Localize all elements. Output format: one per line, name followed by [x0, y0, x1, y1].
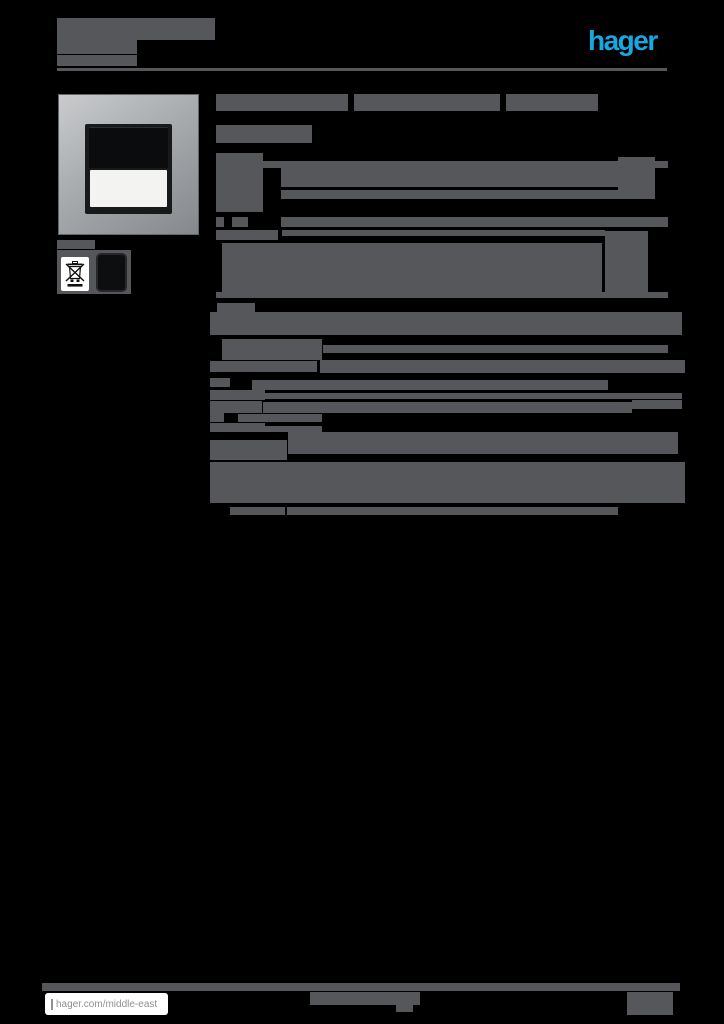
redacted-text-bar [210, 361, 317, 372]
redacted-text-bar [57, 18, 215, 40]
footer-divider [42, 983, 680, 991]
redacted-text-bar [281, 190, 638, 199]
redacted-text-bar [210, 401, 262, 413]
website-link-box[interactable]: hager.com/middle-east [45, 993, 168, 1015]
redacted-text-bar [287, 507, 618, 515]
redacted-text-bar [210, 390, 265, 400]
dark-square-icon [96, 253, 127, 292]
product-black-module [89, 127, 168, 168]
redacted-text-bar [216, 125, 312, 143]
redacted-text-bar [260, 393, 682, 399]
redacted-text-bar [323, 345, 668, 353]
redacted-text-bar [57, 55, 137, 66]
weee-crossed-out-wheelie-bin-icon [61, 257, 89, 291]
redacted-text-bar [310, 992, 420, 1005]
redacted-text-bar [252, 380, 608, 390]
product-photo [58, 94, 199, 235]
redacted-text-bar [216, 292, 668, 298]
redacted-text-bar [210, 312, 682, 335]
redacted-text-bar [238, 426, 322, 432]
redacted-text-bar [281, 167, 638, 187]
redacted-text-bar [210, 440, 287, 460]
redacted-text-bar [506, 94, 598, 111]
hager-logo: hager [588, 25, 658, 56]
redacted-text-bar [210, 413, 224, 422]
redacted-text-bar [282, 230, 605, 236]
redacted-text-bar [222, 339, 322, 360]
redacted-text-bar [216, 94, 348, 111]
redacted-text-bar [263, 402, 632, 413]
redacted-text-bar [238, 414, 322, 422]
wheelie-bin-glyph [65, 261, 85, 287]
redacted-text-bar [287, 462, 685, 503]
redacted-text-bar [217, 303, 255, 312]
redacted-text-bar [216, 153, 263, 161]
redacted-text-bar [232, 217, 248, 227]
redacted-text-bar [210, 462, 287, 503]
website-link[interactable]: hager.com/middle-east [56, 998, 158, 1010]
logo-mark-icon [51, 998, 53, 1010]
redacted-text-bar [605, 231, 648, 292]
redacted-text-bar [320, 360, 685, 373]
redacted-text-bar [216, 161, 668, 168]
redacted-text-bar [281, 217, 668, 227]
redacted-text-bar [354, 94, 500, 111]
redacted-text-bar [210, 378, 230, 387]
redacted-text-bar [210, 423, 265, 432]
product-white-module [90, 170, 167, 207]
header-divider [57, 68, 667, 71]
redacted-text-bar [216, 217, 224, 227]
redacted-text-bar [288, 432, 678, 454]
redacted-text-bar [57, 40, 137, 54]
redacted-text-bar [230, 507, 285, 515]
redacted-text-bar [222, 243, 602, 292]
redacted-text-bar [57, 240, 95, 249]
redacted-text-bar [216, 168, 263, 212]
page-number-block [627, 992, 673, 1015]
redacted-text-bar [216, 230, 278, 240]
redacted-text-bar [632, 400, 682, 409]
redacted-text-bar [396, 1005, 413, 1012]
product-inner-frame [85, 124, 172, 214]
